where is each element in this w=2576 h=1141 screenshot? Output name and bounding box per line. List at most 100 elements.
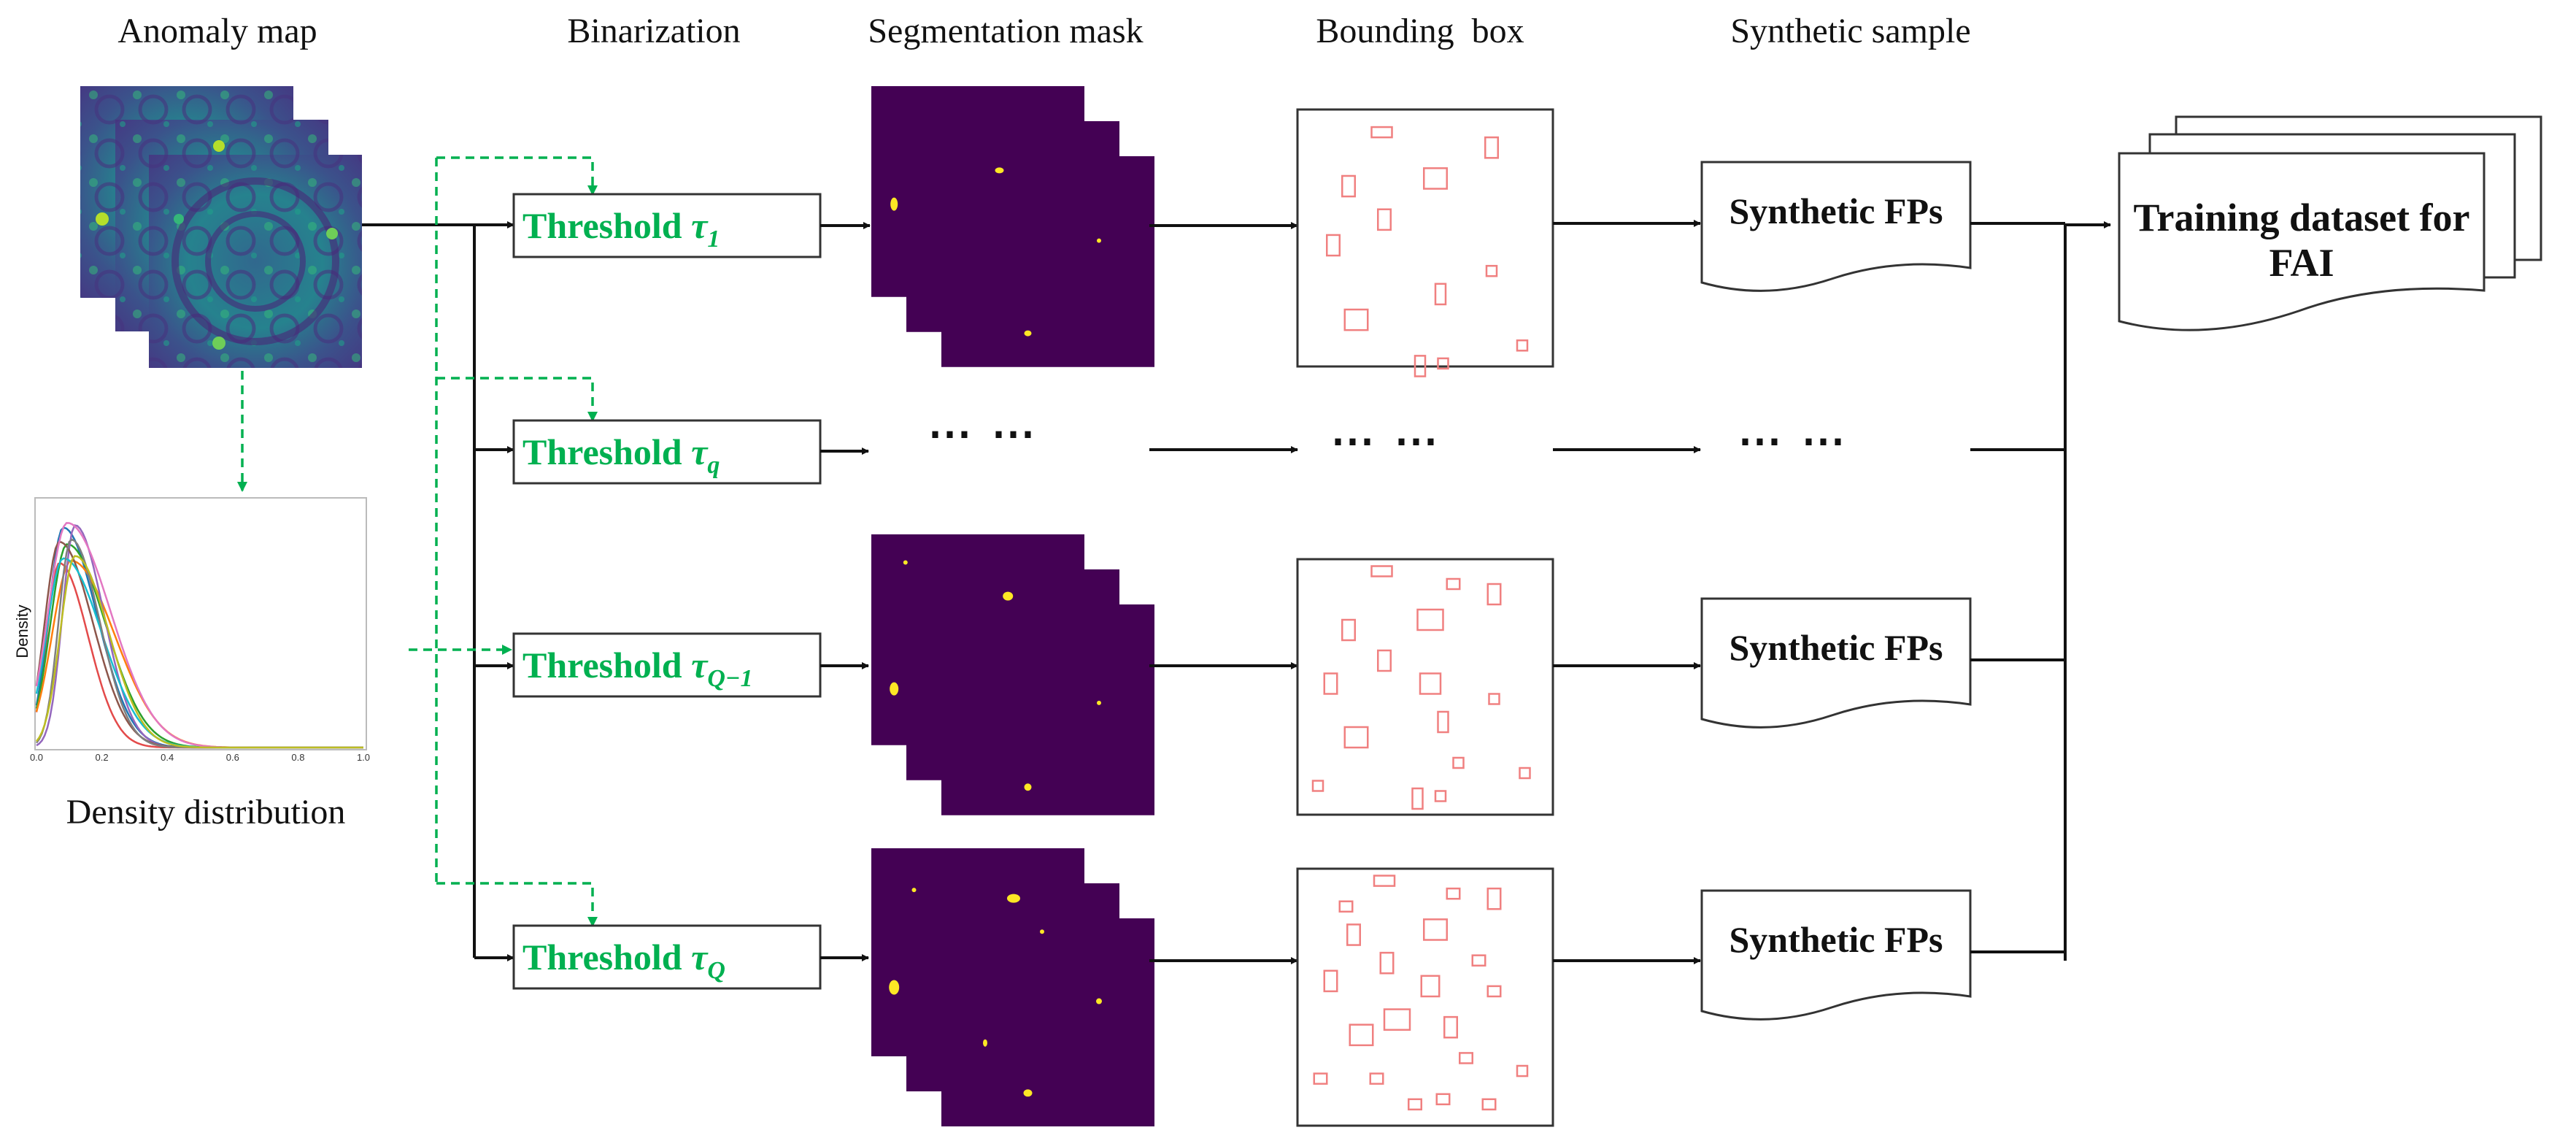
bbox-rect bbox=[1411, 787, 1424, 810]
threshold-word: Threshold bbox=[522, 645, 691, 685]
anomaly-map-image bbox=[149, 155, 362, 368]
mask-blob bbox=[983, 1039, 987, 1047]
mask-blob bbox=[995, 167, 1004, 174]
bbox-panel bbox=[1296, 108, 1554, 377]
threshold-label: Threshold τq bbox=[522, 431, 720, 479]
bbox-rect bbox=[1311, 780, 1324, 792]
density-curve bbox=[35, 555, 363, 749]
bbox-rect bbox=[1341, 174, 1356, 198]
ellipsis-bbox: ⋯ ⋯ bbox=[1331, 417, 1443, 465]
mask-stack bbox=[871, 534, 1154, 815]
bbox-rect bbox=[1370, 565, 1393, 577]
hotspot bbox=[96, 212, 109, 226]
mask-image bbox=[941, 918, 1154, 1126]
bbox-panel-frame bbox=[1296, 108, 1554, 368]
synthetic-fp-label: Synthetic FPs bbox=[1729, 627, 1943, 668]
header-bounding-box: Bounding box bbox=[1316, 12, 1524, 50]
mask-blob bbox=[1040, 929, 1044, 934]
bbox-rect bbox=[1420, 975, 1441, 998]
bbox-rect bbox=[1419, 672, 1442, 695]
synthetic-fp-document: Synthetic FPs bbox=[1700, 889, 2065, 1021]
threshold-box: Threshold τq bbox=[512, 419, 822, 485]
bbox-rect bbox=[1423, 167, 1448, 190]
bbox-rect bbox=[1408, 1098, 1422, 1111]
header-synthetic-sample: Synthetic sample bbox=[1730, 12, 1970, 50]
threshold-word: Threshold bbox=[522, 431, 691, 472]
threshold-word: Threshold bbox=[522, 205, 691, 246]
threshold-box: Threshold τQ bbox=[512, 924, 822, 990]
training-dataset-line2: FAI bbox=[2270, 241, 2334, 285]
bbox-rect bbox=[1516, 1064, 1529, 1077]
bbox-rect bbox=[1486, 985, 1502, 998]
bbox-rect bbox=[1379, 951, 1395, 975]
mask-blob bbox=[889, 980, 900, 995]
bbox-rect bbox=[1414, 355, 1427, 377]
training-dataset-stack: Training dataset for FAI bbox=[2118, 115, 2542, 331]
document-shape bbox=[1700, 161, 1972, 292]
mask-blob bbox=[1007, 894, 1020, 903]
bbox-rect bbox=[1485, 264, 1498, 277]
synthetic-fp-document: Synthetic FPs bbox=[1700, 161, 2065, 292]
anomaly-map-stack bbox=[80, 86, 362, 368]
header-segmentation-mask: Segmentation mask bbox=[868, 12, 1143, 50]
bbox-rect bbox=[1434, 790, 1447, 802]
header-binarization: Binarization bbox=[567, 12, 740, 50]
mask-image bbox=[941, 604, 1154, 815]
threshold-symbol: τ bbox=[691, 937, 709, 977]
bbox-rect bbox=[1323, 969, 1338, 993]
density-xtick: 1.0 bbox=[357, 752, 370, 763]
bbox-rect bbox=[1416, 608, 1444, 631]
mask-blob bbox=[1003, 591, 1014, 601]
mask-stack bbox=[871, 86, 1154, 367]
bbox-rect bbox=[1437, 710, 1449, 734]
density-curves bbox=[35, 522, 363, 749]
bbox-rect bbox=[1346, 923, 1361, 946]
threshold-frame bbox=[512, 193, 822, 258]
bbox-rect bbox=[1377, 208, 1392, 231]
ellipsis-sample: ⋯ ⋯ bbox=[1738, 417, 1850, 465]
bbox-rect bbox=[1338, 900, 1354, 913]
bbox-rect bbox=[1323, 672, 1338, 695]
mask-blob bbox=[890, 682, 899, 696]
bbox-rect bbox=[1484, 136, 1499, 159]
mask-blob bbox=[903, 560, 908, 565]
density-caption: Density distribution bbox=[66, 793, 346, 831]
density-xtick: 0.2 bbox=[96, 752, 109, 763]
bbox-rect bbox=[1423, 918, 1448, 941]
dashed-arrow bbox=[436, 882, 598, 927]
bbox-rect bbox=[1481, 1098, 1497, 1111]
threshold-label: Threshold τ1 bbox=[522, 205, 720, 253]
threshold-symbol: τ bbox=[691, 645, 709, 685]
segmentation-masks bbox=[871, 86, 1298, 1126]
threshold-label: Threshold τQ bbox=[522, 937, 725, 984]
mask-blob bbox=[1024, 330, 1032, 337]
mask-blob bbox=[911, 888, 917, 893]
threshold-box: Threshold τ1 bbox=[512, 193, 822, 258]
bbox-rect bbox=[1437, 357, 1449, 370]
bbox-rect bbox=[1343, 726, 1369, 749]
dashed-arrow bbox=[436, 156, 598, 196]
synthetic-fp-document: Synthetic FPs bbox=[1700, 597, 2065, 729]
density-ylabel: Density bbox=[13, 604, 31, 658]
bbox-panel bbox=[1296, 558, 1554, 816]
bbox-panel bbox=[1296, 867, 1554, 1127]
bbox-rect bbox=[1349, 1023, 1374, 1047]
mask-blob bbox=[1024, 783, 1032, 791]
threshold-box: Threshold τQ−1 bbox=[512, 632, 822, 698]
header-anomaly-map: Anomaly map bbox=[117, 12, 317, 50]
bbox-rect bbox=[1341, 618, 1356, 642]
bbox-rect bbox=[1373, 875, 1396, 887]
ellipsis-mask: ⋯ ⋯ bbox=[928, 410, 1040, 458]
bbox-rect bbox=[1369, 1072, 1384, 1085]
bbox-rect bbox=[1377, 649, 1392, 672]
threshold-symbol: τ bbox=[691, 205, 709, 246]
bbox-rect bbox=[1446, 577, 1461, 591]
threshold-subscript: q bbox=[707, 452, 720, 479]
threshold-frame bbox=[512, 924, 822, 990]
document-shape bbox=[1700, 597, 1972, 729]
bbox-rect bbox=[1434, 283, 1447, 306]
